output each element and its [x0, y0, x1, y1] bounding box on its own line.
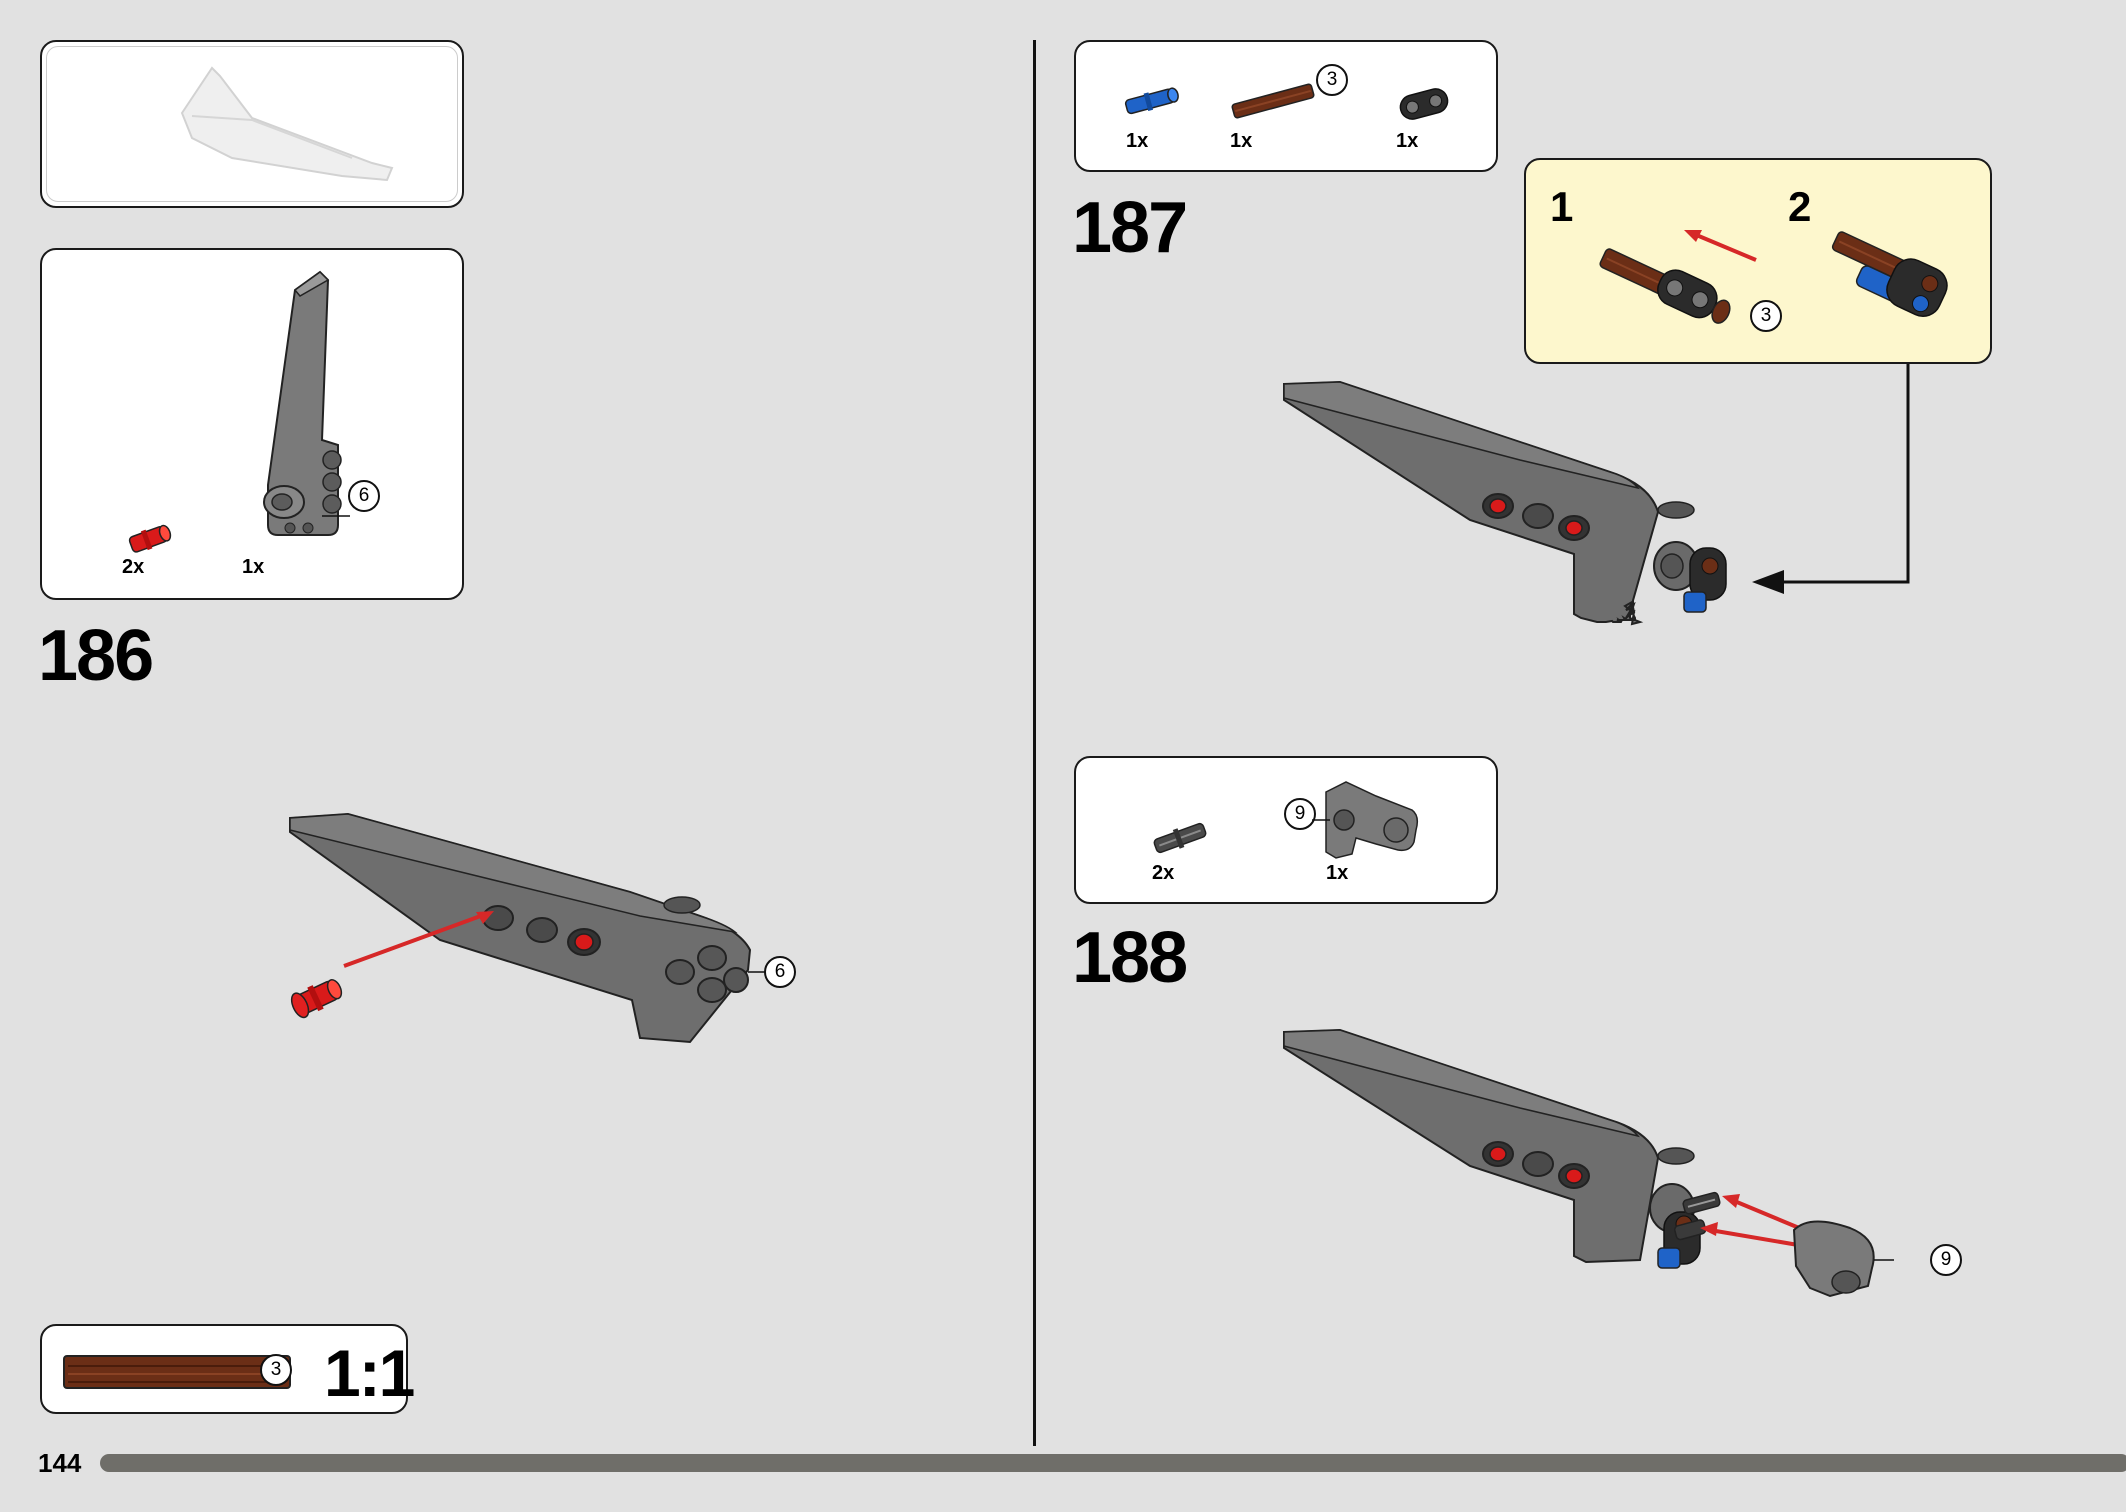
substep-1-image	[1599, 230, 1757, 324]
previous-step-preview	[40, 40, 464, 208]
callout-pointer-arrow	[1752, 364, 1910, 594]
faded-panel-image	[180, 66, 394, 182]
step-number: 187	[1072, 188, 1188, 268]
part-qty: 2x	[122, 556, 145, 578]
blue-pin-icon	[1124, 87, 1179, 115]
part-qty: 1x	[1326, 862, 1349, 884]
brown-axle-icon	[1231, 83, 1315, 119]
length-callout: 3	[260, 1354, 292, 1386]
part-qty: 1x	[1396, 130, 1419, 152]
scale-box: 3 1:1	[40, 1324, 415, 1414]
page-number: 144	[38, 1448, 82, 1478]
gray-panel-icon	[263, 270, 350, 536]
part-callout: 6	[348, 480, 380, 512]
page-divider	[1033, 40, 1036, 1446]
model-callout: 9	[1930, 1244, 1962, 1276]
model-callout: 6	[764, 956, 796, 988]
length-callout: 3	[1750, 300, 1782, 332]
progress-bar	[100, 1454, 2126, 1472]
part-qty: 1x	[1230, 130, 1253, 152]
gray-axle-pin-icon	[1153, 822, 1207, 854]
length-callout: 3	[1316, 64, 1348, 96]
substep-number: 2	[1788, 183, 1812, 230]
step-188-parts-list: 2x 9 1x	[1074, 756, 1498, 904]
step-188-model-image	[1283, 1028, 1894, 1298]
part-qty: 1x	[1126, 130, 1149, 152]
part-qty: 2x	[1152, 862, 1175, 884]
part-callout: 9	[1284, 798, 1316, 830]
step-186-parts-list: 2x 6 1x	[40, 248, 464, 600]
part-qty: 1x	[242, 556, 265, 578]
brown-axle-icon	[63, 1355, 291, 1389]
scale-ratio: 1:1	[324, 1336, 415, 1410]
substep-2-image	[1831, 231, 1948, 317]
red-pin-icon	[128, 524, 172, 553]
black-connector-icon	[1399, 88, 1449, 120]
substep-number: 1	[1550, 183, 1574, 230]
step-number: 186	[38, 616, 154, 696]
gray-connector-icon	[1312, 781, 1419, 859]
step-187-model-image	[1283, 380, 1727, 626]
step-187-parts-list: 1x 3 1x 1x	[1074, 40, 1498, 172]
substep-callout: 1 3 2	[1524, 158, 1992, 364]
step-186-model-image	[289, 812, 768, 1044]
step-number: 188	[1072, 918, 1188, 998]
